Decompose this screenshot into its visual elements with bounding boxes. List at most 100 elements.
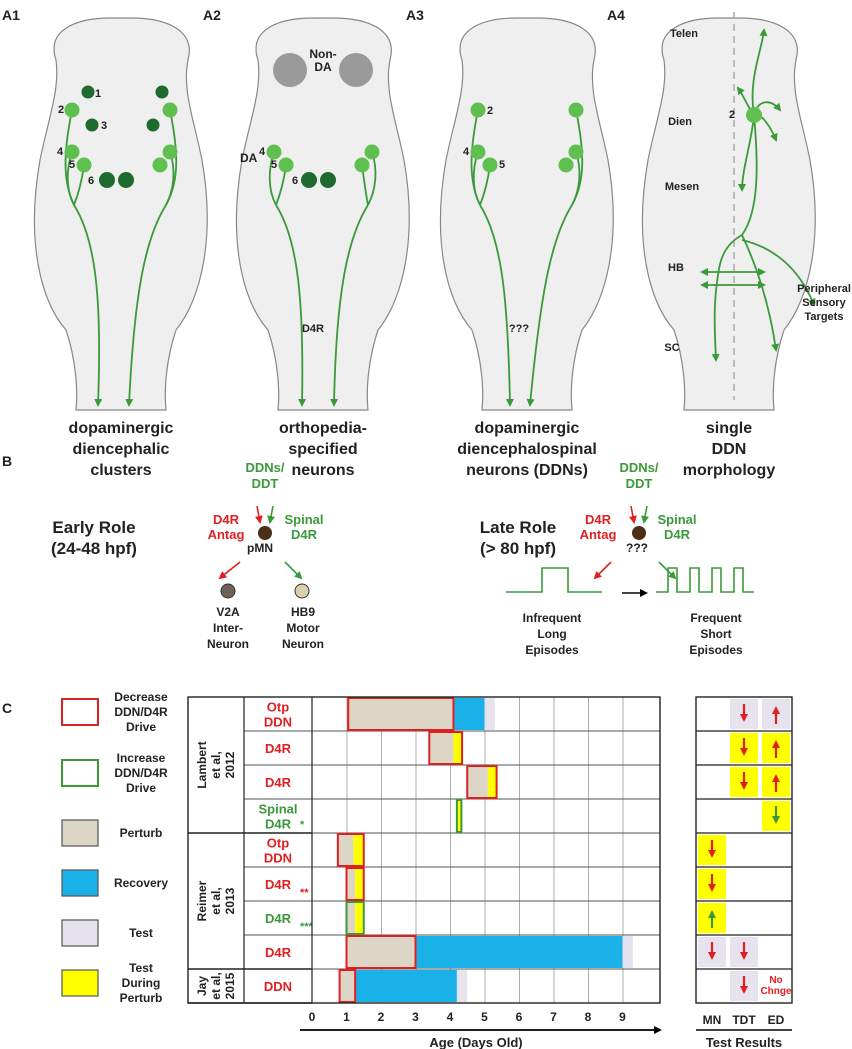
perturb-outline [336,833,365,867]
row-label: D4R [265,911,292,926]
legend-swatch [61,869,99,897]
neuron-cell [155,85,169,99]
legend-swatch [61,919,99,947]
neuron-cell [99,172,115,188]
non-da-label: DA [314,60,332,74]
neuron-cell [558,157,574,173]
larva-silhouette [235,17,410,411]
legend-label: Perturb [120,991,163,1005]
legend-label: Drive [126,720,156,734]
axis-tick: 4 [447,1010,454,1024]
timeline-bar [622,936,633,968]
neuron-cell [568,102,584,118]
label: 5 [69,159,75,171]
legend-label: Drive [126,781,156,795]
row-label: D4R [265,741,292,756]
axon-projection [751,28,768,116]
neuron-cell [118,172,134,188]
row-label: Spinal [258,802,297,817]
study-label: Lambert [195,741,209,788]
neuron-cell [162,102,178,118]
row-mark: * [300,819,305,831]
peripheral-label: Targets [805,311,844,323]
neuron-cell [301,172,317,188]
label: SC [664,342,679,354]
timeline-bar [456,800,462,832]
panel-label: A4 [607,7,625,23]
neuron-cell [162,144,178,160]
antag-label: D4R [585,512,612,527]
red-arrow [254,505,263,524]
timeline-bar [429,732,454,764]
antag-label: Antag [580,527,617,542]
neuron-cell [146,118,160,132]
panel-label: A2 [203,7,221,23]
pmn-cell [258,526,272,540]
perturb-outline [466,765,498,799]
axis-tick: 6 [516,1010,523,1024]
timeline-bar [355,970,457,1002]
legend-label: DDN/D4R [114,766,168,780]
infrequent-label: Long [537,627,566,641]
axon-projection [73,204,103,407]
neuron-cell [266,144,282,160]
timeline-bar [453,732,463,764]
panel-caption: neurons [291,462,354,479]
v2a-cell [220,583,236,599]
panel-caption: morphology [683,462,776,479]
timeline-bar [348,698,454,730]
v2a-label: Inter- [213,621,243,635]
axis-tick: 7 [550,1010,557,1024]
axis-tick: 1 [343,1010,350,1024]
study-label: et al, [209,751,223,778]
green-arrow [641,505,650,524]
timeline-bar [456,970,468,1002]
role-title: (24-48 hpf) [51,539,137,558]
panel-caption: DDN [712,441,747,458]
axon-projection [125,204,167,407]
axis-tick: 9 [619,1010,626,1024]
frequent-trace [656,567,754,593]
timeline-bar [487,766,497,798]
legend-label: Test [129,926,153,940]
v2a-label: V2A [216,605,240,619]
axis-tick: 8 [585,1010,592,1024]
label: Telen [670,28,698,40]
neuron-cell [278,157,294,173]
timeline-bar [346,902,356,934]
role-title: (> 80 hpf) [480,539,556,558]
green-arrow [658,561,677,580]
results-header: ED [768,1013,785,1027]
role-title: Early Role [52,518,135,537]
label: ??? [509,323,529,335]
red-arrow [218,561,241,580]
axon-projection [330,204,369,407]
perturb-outline [345,867,365,901]
legend-label: Perturb [120,826,163,840]
ddns-label: DDT [252,476,279,491]
perturb-outline [345,935,417,969]
legend-label: Increase [117,751,166,765]
row-label: D4R [265,945,292,960]
infrequent-label: Episodes [525,643,579,657]
ddns-label: DDNs/ [245,460,284,475]
timeline-bar [346,936,416,968]
spinal-label: D4R [291,527,318,542]
unknown-label: ??? [626,541,648,555]
timeline-bar [355,868,364,900]
hb9-label: HB9 [291,605,315,619]
row-label: DDN [264,851,292,866]
legend-swatch [61,698,99,726]
spinal-label: D4R [664,527,691,542]
frequent-label: Short [700,627,731,641]
axon-projection [275,204,307,407]
infrequent-trace [506,567,602,593]
neuron-cell [85,118,99,132]
timeline-bar [484,698,495,730]
timeline-bar [453,698,485,730]
perturb-outline [428,731,464,765]
axis-tick: 2 [378,1010,385,1024]
perturb-outline [338,969,357,1003]
neuron-cell [76,157,92,173]
label: D4R [302,323,324,335]
